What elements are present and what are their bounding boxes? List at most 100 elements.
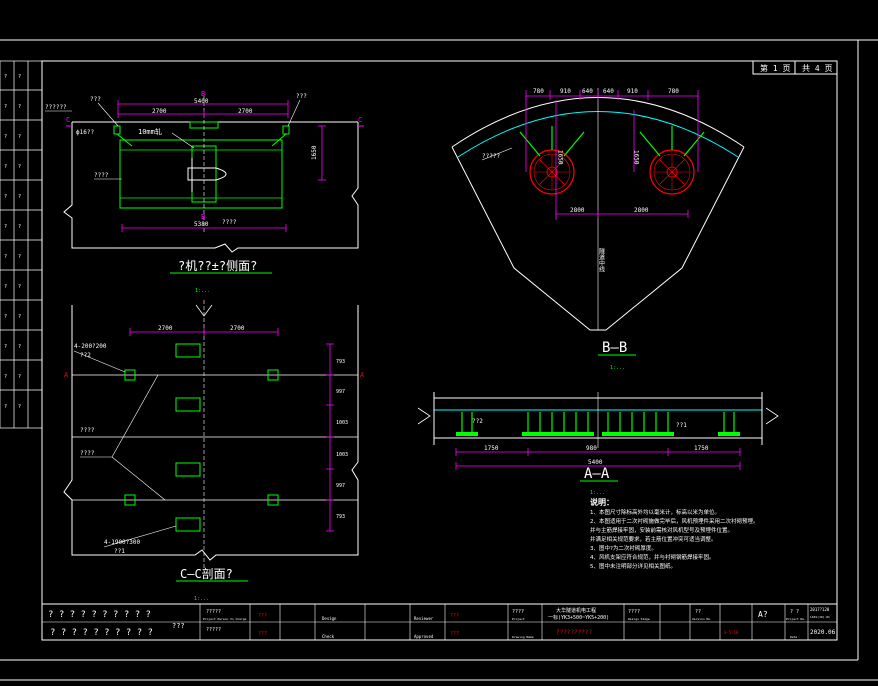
aa-dim-1: 980 bbox=[586, 445, 597, 452]
cc-dim-right-2: 1003 bbox=[336, 420, 348, 426]
plan-dim-overall: 5400 bbox=[194, 98, 209, 105]
plan-callout-2: ??? bbox=[90, 96, 101, 103]
binding-strip-text: ?? ?? ?? ?? ?? ?? ?? ?? ?? ?? ?? ?? bbox=[4, 74, 21, 410]
svg-text:?: ? bbox=[4, 104, 7, 110]
tb-cell-check: Check bbox=[322, 634, 335, 639]
cc-dim-right-4: 997 bbox=[336, 483, 345, 489]
plan-label-b-top: B bbox=[201, 90, 205, 98]
tb-date-en: Date bbox=[790, 635, 797, 639]
bb-dim-top-0: 780 bbox=[533, 88, 544, 95]
svg-text:?: ? bbox=[4, 194, 7, 200]
aa-view: 1750 980 1750 5400 ??2 ??1 A—A 1:... bbox=[417, 392, 779, 496]
note-item: 4、风机支架应符合规范，并与衬砌钢筋焊接牢固。 bbox=[590, 555, 715, 561]
svg-text:?: ? bbox=[18, 314, 21, 320]
aa-plates bbox=[456, 432, 740, 436]
cc-plate-1 bbox=[175, 343, 201, 358]
page-label: 第 1 页 bbox=[760, 63, 790, 73]
cc-dim-right-5: 793 bbox=[336, 514, 345, 520]
plan-view: C C B B bbox=[45, 90, 364, 294]
plan-callout-diam: ϕ16?? bbox=[76, 129, 94, 136]
tb-project-no-en: Project No. bbox=[786, 617, 806, 621]
plan-dim-bottom: 5380 bbox=[194, 221, 209, 228]
cc-callout-bot-sub: ??1 bbox=[114, 548, 125, 555]
plan-leader-3 bbox=[287, 99, 301, 127]
aa-dim-0: 1750 bbox=[484, 445, 499, 452]
cc-dim-lines bbox=[129, 328, 334, 532]
tb-project-no-val: 2017?120 bbox=[810, 607, 830, 612]
svg-text:?: ? bbox=[18, 134, 21, 140]
tb-design-en: Project Person In Charge bbox=[203, 617, 247, 621]
cc-break-mark bbox=[195, 304, 213, 317]
bb-dim-height-left: 1650 bbox=[557, 150, 564, 165]
plan-callout-fan: 10mm轧 bbox=[138, 127, 162, 136]
plan-title: ?机??±?侧面? bbox=[178, 259, 257, 273]
cc-dim-top-0: 2700 bbox=[158, 325, 173, 332]
tb-version-en: Version No. bbox=[692, 617, 712, 621]
aa-callout-right: ??1 bbox=[676, 422, 687, 429]
plan-dim-height: 1650 bbox=[311, 145, 318, 160]
cc-outline bbox=[63, 305, 359, 561]
title-block: ? ? ? ? ? ? ? ? ? ? ? ? ? ? ? ? ? ? ? ? … bbox=[41, 603, 838, 641]
cc-dim-right-0: 793 bbox=[336, 359, 345, 365]
note-item: 1、本图尺寸除标高外均以毫米计，标高以米为单位。 bbox=[590, 510, 721, 516]
cc-leader-mid-b bbox=[111, 456, 166, 501]
note-item: 2、本图适用于二次衬砌施做完毕后，风机预埋件采用二次衬砌预埋。 bbox=[590, 519, 759, 525]
tb-drawing-name: ?????????? bbox=[556, 629, 593, 636]
plan-leader-2 bbox=[97, 102, 119, 127]
cc-anchor-2 bbox=[267, 369, 279, 381]
cc-leader-mid-a bbox=[80, 374, 159, 458]
svg-text:?: ? bbox=[18, 164, 21, 170]
note-item: 5、图中未注明部分详见相关图纸。 bbox=[590, 564, 677, 570]
bb-dim-height-right: 1650 bbox=[633, 150, 640, 165]
bb-title: B—B bbox=[602, 340, 627, 356]
note-item: 并满足相关规范要求，若主筋位置冲突可适当调整。 bbox=[590, 537, 717, 543]
cc-callout-top: 4-200?200 bbox=[74, 343, 107, 350]
tb-design-label: ????? bbox=[206, 609, 221, 615]
svg-text:?: ? bbox=[18, 224, 21, 230]
tb-cell-design: Design bbox=[322, 616, 337, 621]
svg-text:?: ? bbox=[4, 374, 7, 380]
tb-red-mark: S-5-18 bbox=[724, 630, 739, 635]
svg-text:?: ? bbox=[18, 74, 21, 80]
plan-callout-1: ?????? bbox=[45, 104, 67, 111]
aa-dim-lines bbox=[455, 448, 741, 470]
plan-dim-right: 2700 bbox=[238, 108, 253, 115]
cc-plate-2 bbox=[175, 397, 201, 412]
cc-title: C—C剖面? bbox=[180, 567, 233, 581]
svg-text:?: ? bbox=[18, 404, 21, 410]
hanger-rod-right bbox=[271, 133, 287, 147]
cc-dim-right-1: 997 bbox=[336, 389, 345, 395]
plan-label-c-right: C bbox=[358, 116, 362, 124]
cc-leader-top bbox=[73, 350, 126, 373]
plan-dim-left: 2700 bbox=[152, 108, 167, 115]
cc-label-a-left: A bbox=[64, 371, 69, 379]
tb-design-stage-en: Design Stage bbox=[628, 617, 650, 621]
cc-anchor-4 bbox=[267, 494, 279, 506]
tb-qm: ??? bbox=[172, 622, 185, 630]
aa-dim-overall: 5400 bbox=[588, 459, 603, 466]
hanger-left bbox=[113, 125, 121, 135]
bb-hangers bbox=[519, 126, 705, 157]
plan-callout-3: ??? bbox=[296, 93, 307, 100]
note-item: 3、图中?为二次衬砌厚度。 bbox=[590, 546, 657, 552]
aa-dim-2: 1750 bbox=[694, 445, 709, 452]
tb-project-en: Project bbox=[512, 617, 525, 621]
svg-text:?: ? bbox=[4, 344, 7, 350]
tb-drawing-en: Drawing Name bbox=[512, 635, 534, 639]
cc-anchor-3 bbox=[124, 494, 136, 506]
cc-plate-4 bbox=[175, 517, 201, 532]
tb-cell-approved: Approved bbox=[414, 634, 434, 639]
tb-red-mark-3: ??? bbox=[450, 613, 459, 619]
hanger-rod-left bbox=[116, 133, 133, 147]
cc-callout-mid1: ???? bbox=[80, 427, 95, 434]
tb-date-val: 2020.06 bbox=[810, 629, 836, 636]
plan-scale: 1:... bbox=[195, 288, 210, 294]
note-item: 并与主筋焊接牢固，安装前需核对风机型号及预埋件位置。 bbox=[590, 528, 734, 534]
total-label: 共 4 页 bbox=[802, 64, 832, 73]
plan-label-c-left: C bbox=[66, 116, 70, 124]
svg-text:?: ? bbox=[4, 254, 7, 260]
tb-project-name: 大华隧道机电工程 bbox=[556, 607, 596, 614]
cc-callout-mid2: ???? bbox=[80, 450, 95, 457]
tb-design-stage: ???? bbox=[628, 609, 640, 615]
